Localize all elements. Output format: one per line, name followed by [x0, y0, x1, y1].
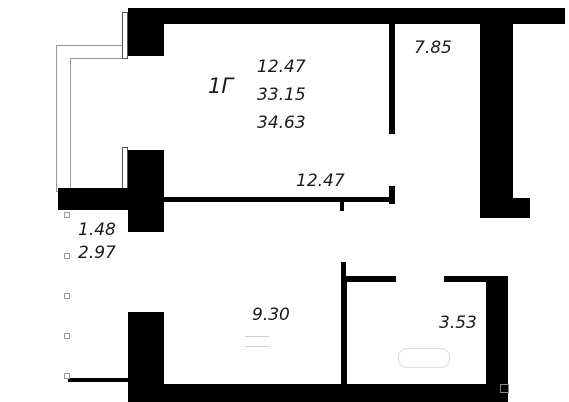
- wall-partition-lower: [389, 186, 395, 204]
- room-area-label: 12.47: [296, 171, 345, 191]
- balcony-total-label: 2.97: [78, 243, 116, 263]
- wall-bath-top-right: [444, 276, 504, 282]
- balcony-area-label: 1.48: [78, 220, 116, 240]
- wall-bottom: [128, 384, 508, 402]
- wall-bath-left: [341, 262, 346, 282]
- kitchen-stove: [245, 346, 269, 347]
- marker-square: [64, 293, 70, 299]
- wall-bath-vertical: [341, 276, 347, 386]
- wall-bath-right: [486, 276, 508, 402]
- balcony-inner-frame: [70, 58, 125, 189]
- apartment-label: 1Г: [208, 74, 234, 98]
- wall-left-lower-edge: [68, 378, 132, 382]
- bathroom-area-label: 3.53: [439, 313, 477, 333]
- wall-balcony-slab: [58, 188, 164, 210]
- total-living-label: 33.15: [257, 85, 306, 105]
- wall-right-notch: [480, 198, 530, 218]
- total-area-label: 34.63: [257, 113, 306, 133]
- marker-square: [64, 373, 70, 379]
- corridor-area-label: 7.85: [414, 38, 452, 58]
- living-area-label: 12.47: [257, 57, 306, 77]
- marker-square: [64, 333, 70, 339]
- wall-top-left-jamb: [128, 8, 164, 56]
- wall-partition-vertical: [389, 24, 395, 134]
- marker-square: [64, 212, 70, 218]
- kitchen-counter: [245, 336, 269, 337]
- window-frame-top: [122, 12, 128, 59]
- kitchen-area-label: 9.30: [252, 305, 290, 325]
- wall-room-bottom: [160, 197, 395, 202]
- marker-square: [64, 253, 70, 259]
- wall-bath-top: [341, 276, 396, 282]
- wall-top: [128, 8, 565, 24]
- wall-right-upper: [480, 8, 513, 218]
- bath-fixture: [398, 348, 450, 368]
- wall-room-door-stub: [340, 197, 344, 211]
- corner-marker: [500, 384, 509, 393]
